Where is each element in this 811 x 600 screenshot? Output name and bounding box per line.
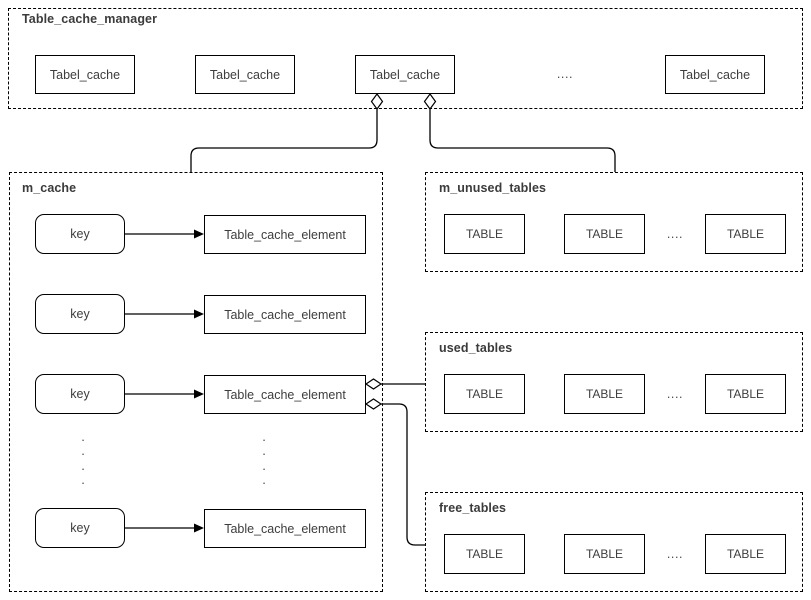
vdot-element-4: . xyxy=(262,471,266,487)
used-table-box-1[interactable]: TABLE xyxy=(444,374,525,414)
vdot-element-1: . xyxy=(262,429,266,444)
m-unused-table-box-3[interactable]: TABLE xyxy=(705,214,786,254)
key-box-2[interactable]: key xyxy=(35,294,125,334)
group-free-tables xyxy=(425,492,803,592)
group-label-table-cache-manager: Table_cache_manager xyxy=(22,12,158,26)
group-label-used-tables: used_tables xyxy=(439,341,513,355)
tabel-cache-box-2[interactable]: Tabel_cache xyxy=(195,55,295,94)
vdot-element-3: . xyxy=(262,457,266,473)
vdot-key-1: . xyxy=(81,429,85,444)
vdot-key-3: . xyxy=(81,457,85,473)
free-table-box-2[interactable]: TABLE xyxy=(564,534,645,574)
group-m-cache xyxy=(9,172,383,592)
m-unused-table-box-2[interactable]: TABLE xyxy=(564,214,645,254)
key-box-3[interactable]: key xyxy=(35,374,125,414)
group-m-unused-tables xyxy=(425,172,803,272)
vdot-key-4: . xyxy=(81,471,85,487)
used-table-box-3[interactable]: TABLE xyxy=(705,374,786,414)
free-table-box-1[interactable]: TABLE xyxy=(444,534,525,574)
m-unused-tables-ellipsis: .... xyxy=(666,227,684,241)
tabel-cache-box-1[interactable]: Tabel_cache xyxy=(35,55,135,94)
manager-ellipsis: .... xyxy=(556,67,574,81)
free-tables-ellipsis: .... xyxy=(666,547,684,561)
free-table-box-3[interactable]: TABLE xyxy=(705,534,786,574)
table-cache-element-box-2[interactable]: Table_cache_element xyxy=(204,295,366,334)
tabel-cache-box-4[interactable]: Tabel_cache xyxy=(665,55,765,94)
group-used-tables xyxy=(425,332,803,432)
group-label-free-tables: free_tables xyxy=(439,501,507,515)
table-cache-element-box-1[interactable]: Table_cache_element xyxy=(204,215,366,254)
table-cache-element-box-3[interactable]: Table_cache_element xyxy=(204,375,366,414)
vdot-element-2: . xyxy=(262,443,266,459)
group-label-m-unused-tables: m_unused_tables xyxy=(439,181,547,195)
key-box-1[interactable]: key xyxy=(35,214,125,254)
m-cache-key-vertical-ellipsis: . . . . xyxy=(78,429,88,487)
vdot-key-2: . xyxy=(81,443,85,459)
used-tables-ellipsis: .... xyxy=(666,387,684,401)
m-cache-element-vertical-ellipsis: . . . . xyxy=(259,429,269,487)
tabel-cache-box-3[interactable]: Tabel_cache xyxy=(355,55,455,94)
group-label-m-cache: m_cache xyxy=(22,181,77,195)
group-table-cache-manager xyxy=(8,8,803,109)
key-box-4[interactable]: key xyxy=(35,508,125,548)
table-cache-element-box-4[interactable]: Table_cache_element xyxy=(204,509,366,548)
m-unused-table-box-1[interactable]: TABLE xyxy=(444,214,525,254)
used-table-box-2[interactable]: TABLE xyxy=(564,374,645,414)
